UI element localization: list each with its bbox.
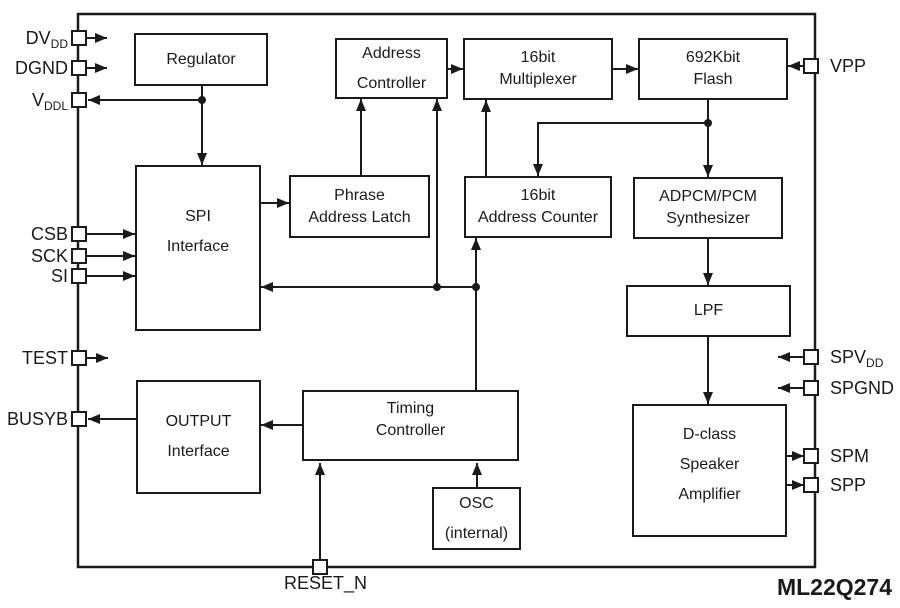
pin-square-reset-n — [312, 559, 328, 575]
pin-square-busyb — [71, 411, 87, 427]
pin-label-spvdd: SPVDD — [830, 347, 884, 370]
block-adpcm-pcm-synthesizer: ADPCM/PCM Synthesizer — [633, 177, 783, 239]
junction-dot-bus-1 — [433, 283, 441, 291]
pin-label-spm: SPM — [830, 446, 870, 466]
pin-label-sck: SCK — [30, 246, 68, 266]
chip-outline — [76, 12, 817, 569]
pin-label-csb: CSB — [30, 224, 68, 244]
pin-square-spvdd — [803, 349, 819, 365]
pin-square-spgnd — [803, 380, 819, 396]
block-692kbit-flash: 692Kbit Flash — [638, 38, 788, 100]
pin-square-sck — [71, 248, 87, 264]
pin-label-vddl: VDDL — [31, 90, 68, 113]
block-osc-internal: OSC (internal) — [432, 487, 521, 550]
junction-dot-flash — [704, 119, 712, 127]
block-spi-interface: SPI Interface — [135, 165, 261, 331]
pin-square-vddl — [71, 92, 87, 108]
block-regulator: Regulator — [134, 33, 268, 86]
block-16bit-multiplexer: 16bit Multiplexer — [463, 38, 613, 100]
junction-dot-bus-2 — [472, 283, 480, 291]
block-output-interface: OUTPUT Interface — [136, 380, 261, 494]
pin-label-spgnd: SPGND — [830, 378, 895, 398]
block-address-controller: Address Controller — [335, 38, 448, 99]
block-phrase-address-latch: Phrase Address Latch — [289, 175, 430, 238]
pin-label-dgnd: DGND — [15, 58, 68, 78]
pin-square-test — [71, 350, 87, 366]
block-d-class-speaker-amplifier: D-class Speaker Amplifier — [632, 404, 787, 537]
pin-square-vpp — [803, 58, 819, 74]
block-timing-controller: Timing Controller — [302, 390, 519, 461]
pin-square-si — [71, 268, 87, 284]
pin-square-dvdd — [71, 30, 87, 46]
pin-square-spp — [803, 477, 819, 493]
pin-square-spm — [803, 448, 819, 464]
pin-label-busyb: BUSYB — [6, 409, 68, 429]
pin-label-reset-n: RESET_N — [284, 573, 368, 593]
pin-label-dvdd: DVDD — [25, 28, 68, 51]
pin-label-spp: SPP — [830, 475, 867, 495]
part-number: ML22Q274 — [776, 574, 892, 600]
junction-dot-regulator — [198, 96, 206, 104]
pin-square-dgnd — [71, 60, 87, 76]
pin-label-test: TEST — [21, 348, 68, 368]
pin-label-si: SI — [50, 266, 68, 286]
pin-label-vpp: VPP — [830, 56, 867, 76]
wire-flash-to-counter — [533, 122, 708, 176]
pin-square-csb — [71, 226, 87, 242]
block-16bit-address-counter: 16bit Address Counter — [464, 176, 612, 238]
block-lpf: LPF — [626, 285, 791, 337]
